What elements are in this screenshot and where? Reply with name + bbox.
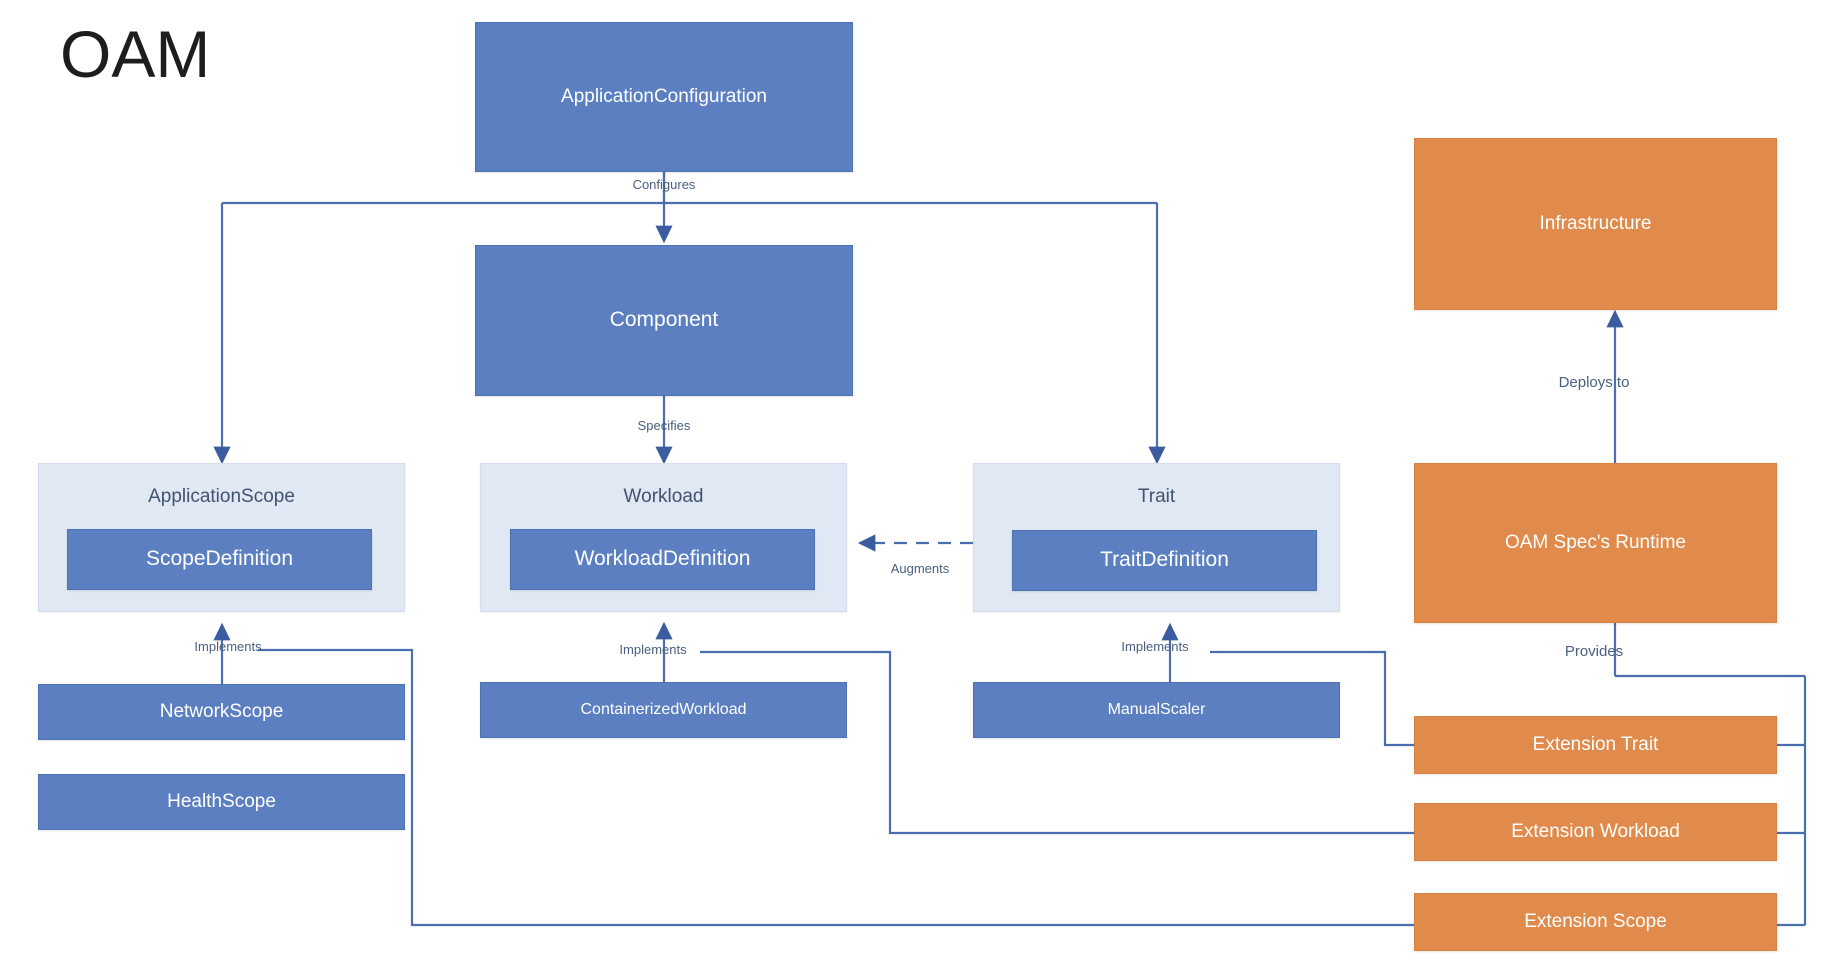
node-extension-workload-label: Extension Workload [1511, 821, 1680, 843]
edge-label-augments: Augments [890, 561, 950, 576]
edge-label-implements-workload: Implements [619, 642, 687, 657]
node-health-scope-label: HealthScope [167, 791, 276, 813]
node-component-label: Component [609, 308, 719, 332]
node-trait-definition-label: TraitDefinition [1100, 548, 1229, 572]
node-oam-spec-runtime[interactable]: OAM Spec's Runtime [1414, 463, 1777, 623]
node-health-scope[interactable]: HealthScope [38, 774, 405, 830]
node-containerized-workload[interactable]: ContainerizedWorkload [480, 682, 847, 738]
edge-label-configures: Configures [632, 177, 696, 192]
node-infrastructure[interactable]: Infrastructure [1414, 138, 1777, 310]
node-infrastructure-label: Infrastructure [1539, 213, 1652, 235]
node-trait-definition[interactable]: TraitDefinition [1012, 530, 1317, 591]
edge-label-implements-scope: Implements [194, 639, 262, 654]
node-extension-scope-label: Extension Scope [1524, 911, 1667, 933]
group-workload-title: Workload [623, 486, 704, 507]
node-extension-trait[interactable]: Extension Trait [1414, 716, 1777, 774]
node-manual-scaler[interactable]: ManualScaler [973, 682, 1340, 738]
edge-label-provides: Provides [1564, 643, 1624, 660]
node-application-configuration[interactable]: ApplicationConfiguration [475, 22, 853, 172]
group-application-scope-title: ApplicationScope [148, 486, 295, 507]
node-component[interactable]: Component [475, 245, 853, 396]
node-manual-scaler-label: ManualScaler [1107, 700, 1206, 718]
edge-label-implements-trait: Implements [1121, 639, 1189, 654]
edge-label-specifies: Specifies [637, 418, 691, 433]
page-title: OAM [60, 17, 211, 91]
edge-extension-workload-implements [700, 650, 1434, 835]
node-workload-definition-label: WorkloadDefinition [574, 547, 751, 571]
node-containerized-workload-label: ContainerizedWorkload [580, 700, 747, 718]
group-trait-title: Trait [1137, 486, 1176, 507]
node-extension-trait-label: Extension Trait [1532, 734, 1659, 756]
node-scope-definition[interactable]: ScopeDefinition [67, 529, 372, 590]
node-scope-definition-label: ScopeDefinition [145, 547, 294, 571]
node-network-scope[interactable]: NetworkScope [38, 684, 405, 740]
node-network-scope-label: NetworkScope [159, 701, 284, 723]
node-workload-definition[interactable]: WorkloadDefinition [510, 529, 815, 590]
node-oam-spec-runtime-label: OAM Spec's Runtime [1504, 532, 1687, 554]
edge-label-deploys-to: Deploys to [1558, 374, 1630, 391]
node-extension-scope[interactable]: Extension Scope [1414, 893, 1777, 951]
node-application-configuration-label: ApplicationConfiguration [561, 86, 767, 108]
node-extension-workload[interactable]: Extension Workload [1414, 803, 1777, 861]
